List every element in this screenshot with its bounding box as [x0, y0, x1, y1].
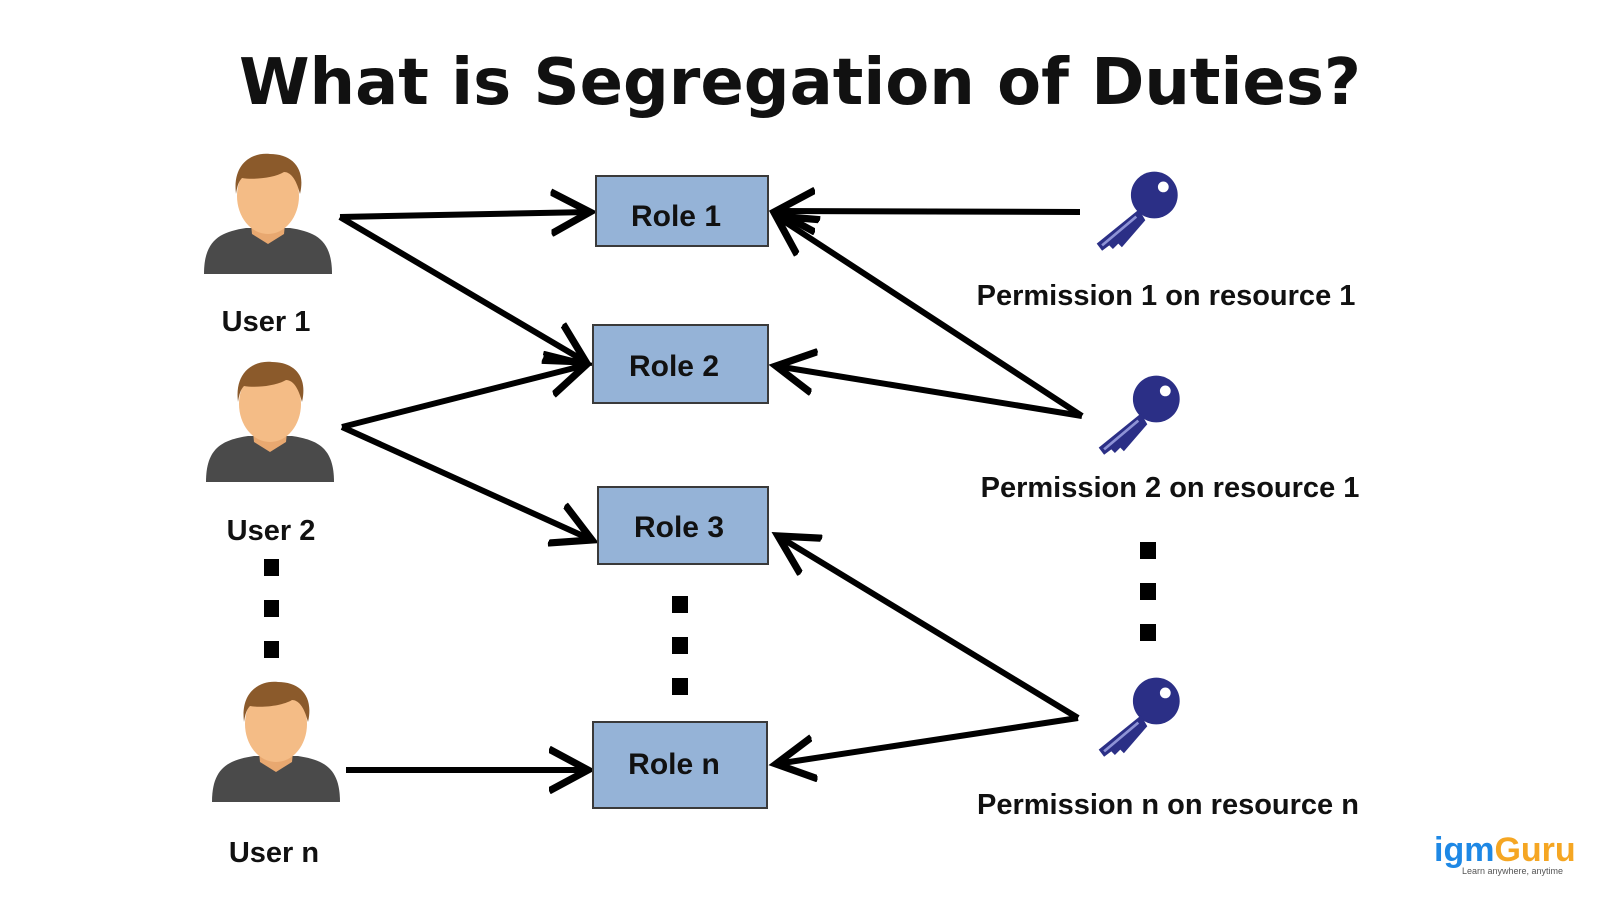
- user-node-1: User 1: [204, 153, 332, 338]
- user-label: User 1: [222, 306, 311, 338]
- permission-label: Permission n on resource n: [977, 789, 1359, 821]
- role-box-1: Role 1: [595, 175, 769, 247]
- permission-label: Permission 2 on resource 1: [981, 472, 1360, 504]
- arrow-perm2-role2: [776, 366, 1083, 419]
- page-title: What is Segregation of Duties?: [238, 46, 1362, 120]
- ellipsis-dot: [1140, 624, 1156, 641]
- user-node-n: User n: [212, 681, 340, 869]
- permission-role-arrows: [776, 211, 1084, 764]
- arrow-user1-role2: [338, 214, 586, 362]
- role-box-2: Role 2: [592, 324, 769, 404]
- key-icon: [1095, 170, 1180, 253]
- logo-wordmark: igmGuru: [1434, 832, 1584, 868]
- user-avatar-icon: [204, 153, 332, 274]
- user-avatar-icon: [206, 361, 334, 482]
- brand-logo: igmGuru Learn anywhere, anytime: [1434, 832, 1584, 888]
- arrow-user2-role3: [340, 424, 592, 540]
- arrow-user2-role2: [341, 365, 586, 430]
- key-icon: [1097, 676, 1182, 759]
- ellipsis-dot: [672, 637, 688, 654]
- role-box-3: Role 3: [597, 486, 769, 565]
- user-ellipsis: [264, 559, 279, 658]
- arrow-permn-role3: [778, 536, 1080, 721]
- arrow-permn-rolen: [776, 715, 1079, 764]
- ellipsis-dot: [264, 641, 279, 658]
- role-box-n: Role n: [592, 721, 768, 809]
- role-label: Role 2: [629, 350, 719, 383]
- ellipsis-dot: [672, 596, 688, 613]
- user-role-arrows: [338, 212, 592, 770]
- key-icon: [1097, 374, 1182, 457]
- logo-part-igm: igm: [1434, 831, 1495, 869]
- logo-tagline: Learn anywhere, anytime: [1462, 866, 1564, 876]
- ellipsis-dot: [264, 600, 279, 617]
- permission-ellipsis: [1140, 542, 1156, 641]
- arrow-perm1-role1: [776, 211, 1081, 212]
- role-label: Role 1: [631, 200, 721, 233]
- user-label: User n: [229, 837, 319, 869]
- permission-label: Permission 1 on resource 1: [977, 280, 1356, 312]
- logo-part-guru: Guru: [1494, 831, 1576, 869]
- ellipsis-dot: [264, 559, 279, 576]
- user-avatar-icon: [212, 681, 340, 802]
- arrow-user1-role1: [339, 212, 590, 217]
- user-node-2: User 2: [206, 361, 334, 547]
- arrow-perm2-role1: [776, 216, 1084, 419]
- ellipsis-dot: [1140, 583, 1156, 600]
- ellipsis-dot: [1140, 542, 1156, 559]
- role-ellipsis: [672, 596, 688, 695]
- permission-node-1: Permission 1 on resource 1: [977, 170, 1356, 312]
- role-label: Role 3: [634, 511, 724, 544]
- permission-node-n: Permission n on resource n: [977, 676, 1359, 821]
- permission-node-2: Permission 2 on resource 1: [981, 374, 1360, 504]
- role-label: Role n: [628, 748, 720, 781]
- user-label: User 2: [227, 515, 316, 547]
- ellipsis-dot: [672, 678, 688, 695]
